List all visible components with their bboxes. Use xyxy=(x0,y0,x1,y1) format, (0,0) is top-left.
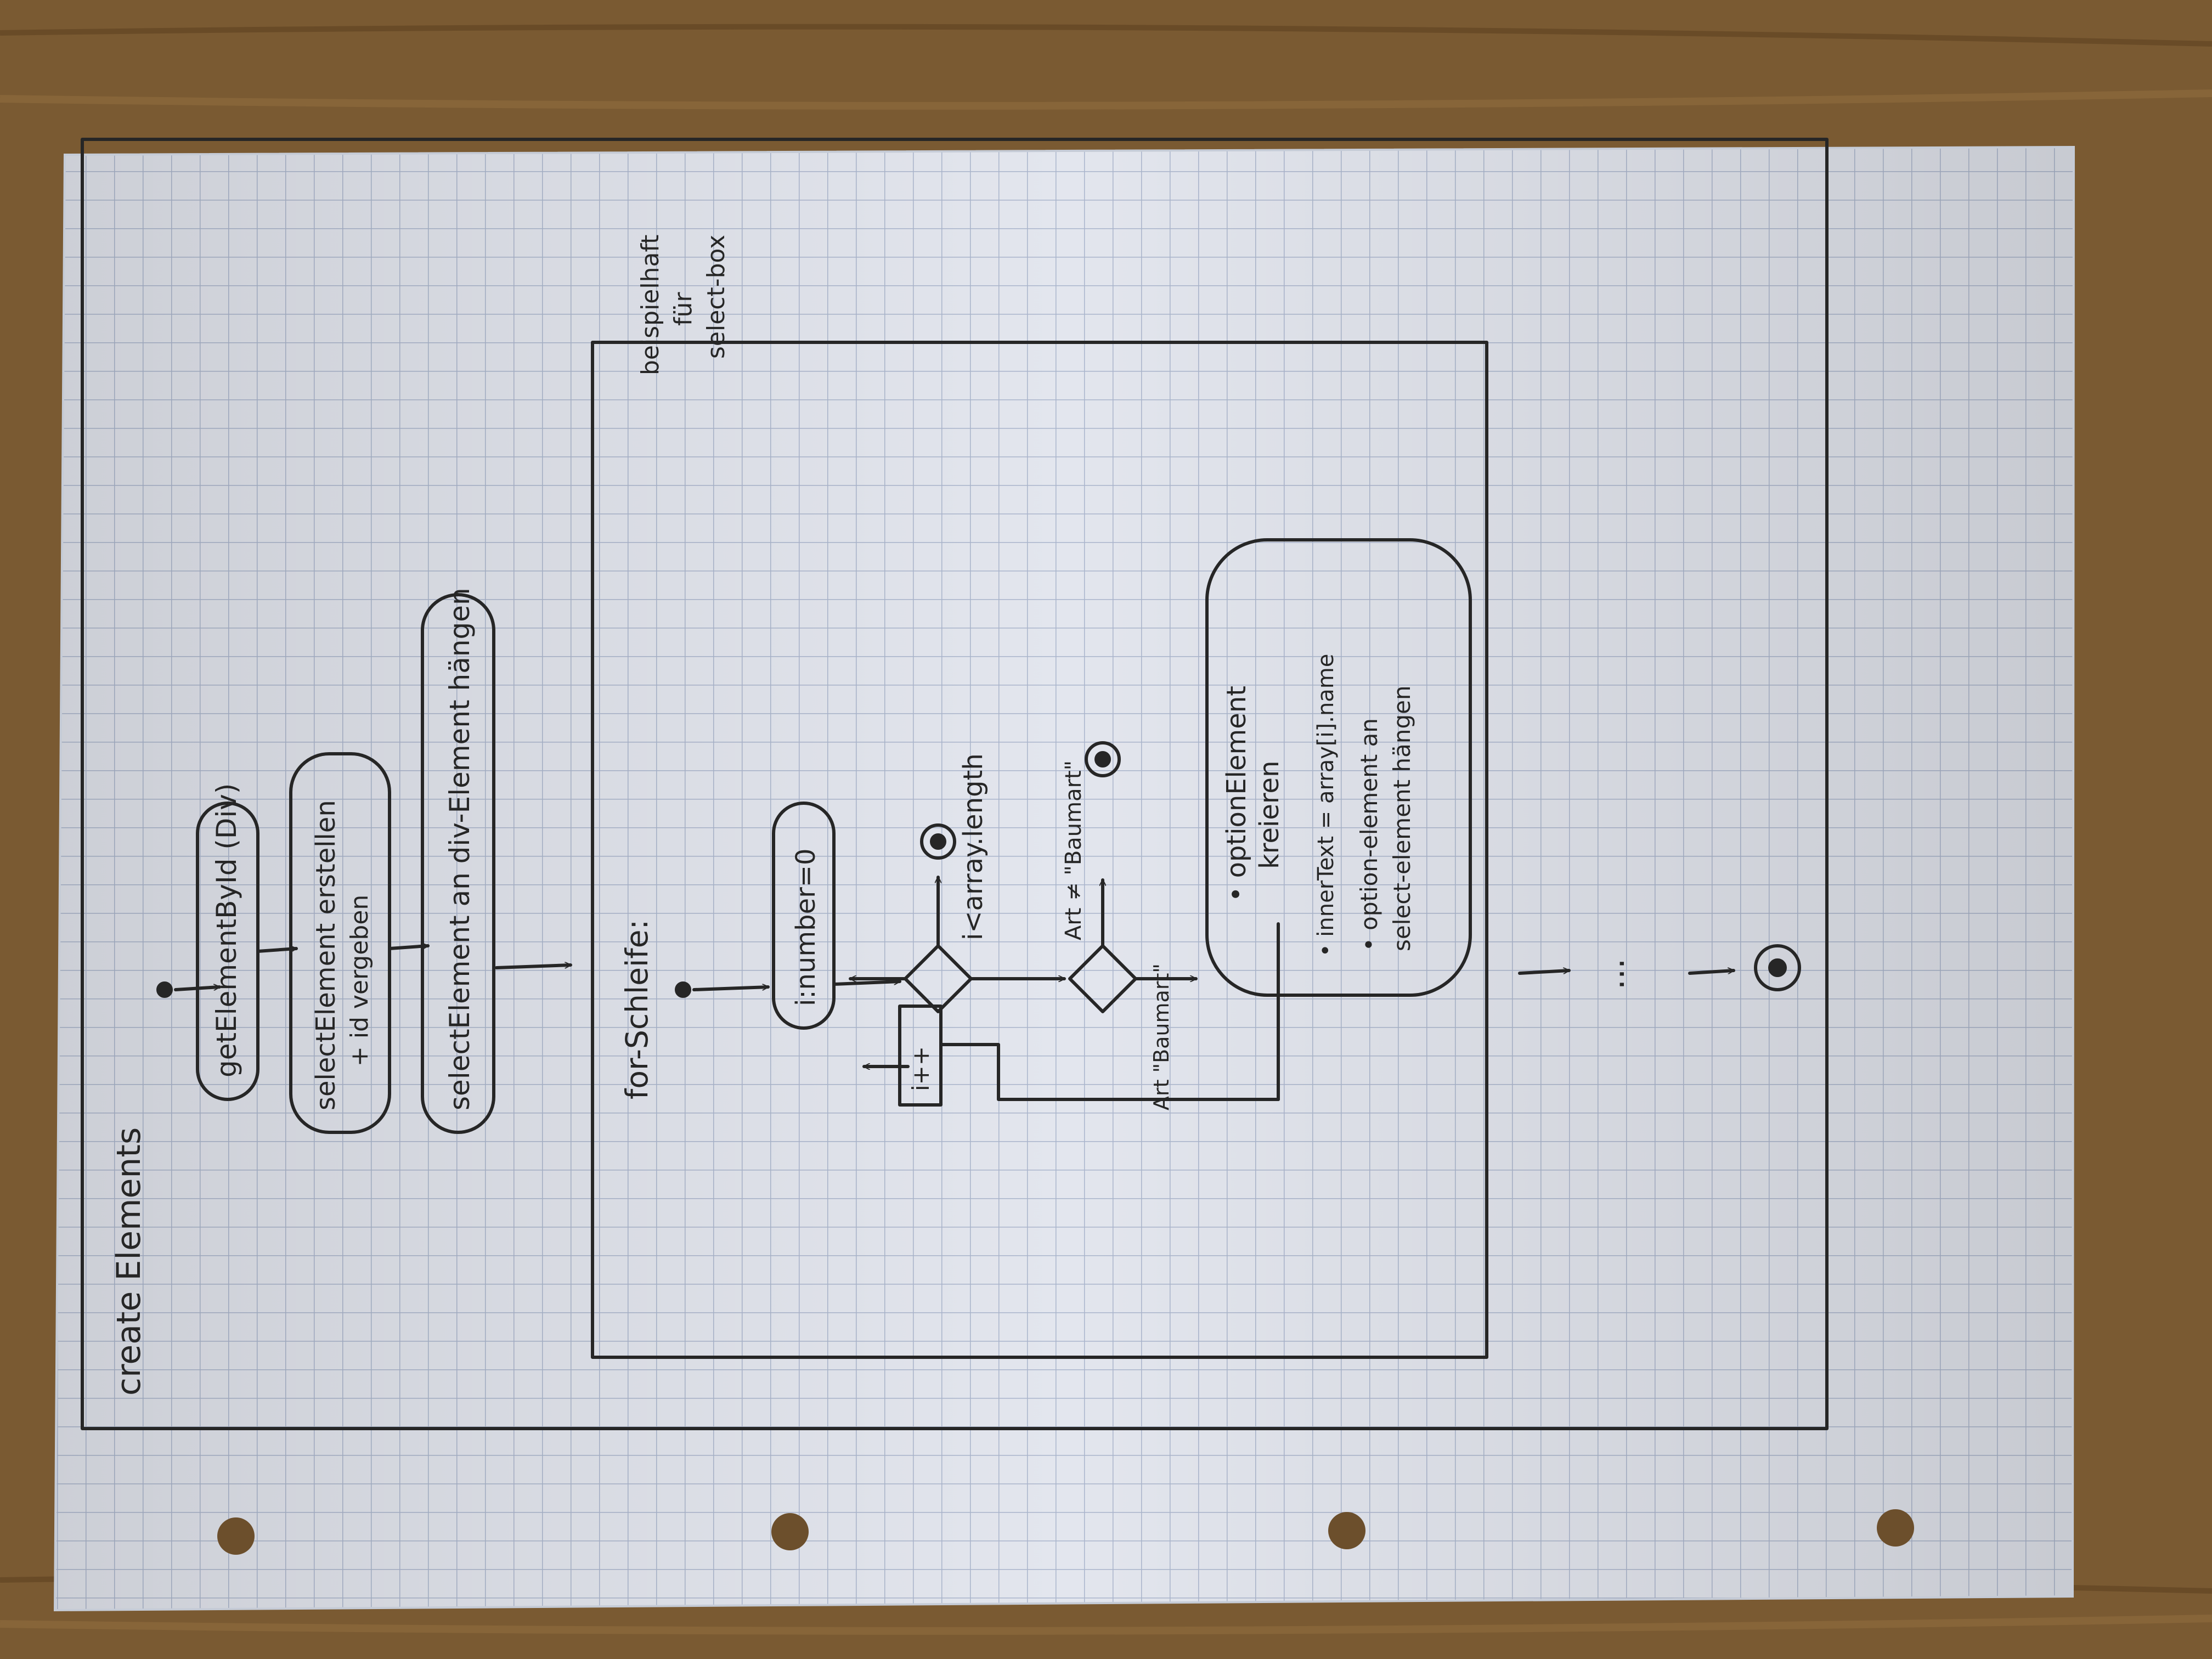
flow-arrow xyxy=(495,965,572,969)
action-select-create-label-2: + id vergeben xyxy=(346,895,374,1066)
punch-hole xyxy=(771,1513,809,1550)
final-node-core xyxy=(1094,751,1111,768)
loop-frame xyxy=(591,341,1488,1359)
flow-arrow xyxy=(1688,970,1735,975)
final-node xyxy=(1085,741,1121,777)
option-line-5: select-element hängen xyxy=(1389,685,1415,951)
ellipsis: ... xyxy=(1594,958,1632,990)
action-select-create-label-1: selectElement erstellen xyxy=(311,800,341,1110)
loop-init-label: i:number=0 xyxy=(791,848,821,1006)
option-line-2: kreieren xyxy=(1254,760,1285,869)
note-line-3: select-box xyxy=(702,235,730,359)
start-node xyxy=(156,981,173,998)
outer-frame xyxy=(81,138,1829,1430)
final-node xyxy=(1754,944,1801,991)
diagram-labels: create Elements getElementById (Div) sel… xyxy=(110,588,1632,1396)
action-get-element-label: getElementById (Div) xyxy=(211,783,242,1077)
note-line-2: für xyxy=(669,292,697,326)
punch-holes xyxy=(217,1509,1914,1555)
loop-label: for-Schleife: xyxy=(619,919,654,1099)
guard-filter-false-label: Art "Baumart" xyxy=(1149,963,1173,1110)
guard-filter-true-label: Art ≠ "Baumart" xyxy=(1061,760,1086,940)
loop-start-node xyxy=(675,981,691,998)
guard-exit-label: i<array.length xyxy=(958,753,989,940)
option-line-1: • optionElement xyxy=(1221,686,1252,902)
action-option-create xyxy=(1205,538,1472,997)
flow-arrow xyxy=(832,981,901,986)
punch-hole xyxy=(1877,1509,1914,1547)
option-line-3: • innerText = array[i].name xyxy=(1313,654,1339,957)
action-select-append xyxy=(421,593,495,1134)
option-line-4: • option-element an xyxy=(1356,718,1383,951)
punch-hole xyxy=(217,1517,255,1555)
final-node-core xyxy=(1768,958,1787,977)
flow-arrow xyxy=(692,987,770,991)
final-node-core xyxy=(930,833,946,850)
final-node xyxy=(920,823,956,860)
paper-sheet xyxy=(53,145,2075,1612)
increment-node xyxy=(898,1005,943,1107)
flow-arrow xyxy=(1518,970,1571,975)
side-note: beispielhaft für select-box xyxy=(636,235,730,375)
punch-hole xyxy=(1328,1512,1365,1549)
diagram-title: create Elements xyxy=(110,1127,148,1396)
note-line-1: beispielhaft xyxy=(636,235,664,375)
action-select-append-label: selectElement an div-Element hängen xyxy=(444,588,476,1110)
activity-diagram xyxy=(81,138,1829,1430)
loop-back-edge xyxy=(939,1043,1280,1101)
action-select-create xyxy=(289,752,391,1134)
increment-label: i++ xyxy=(907,1046,934,1091)
loop-init-node xyxy=(772,802,836,1030)
